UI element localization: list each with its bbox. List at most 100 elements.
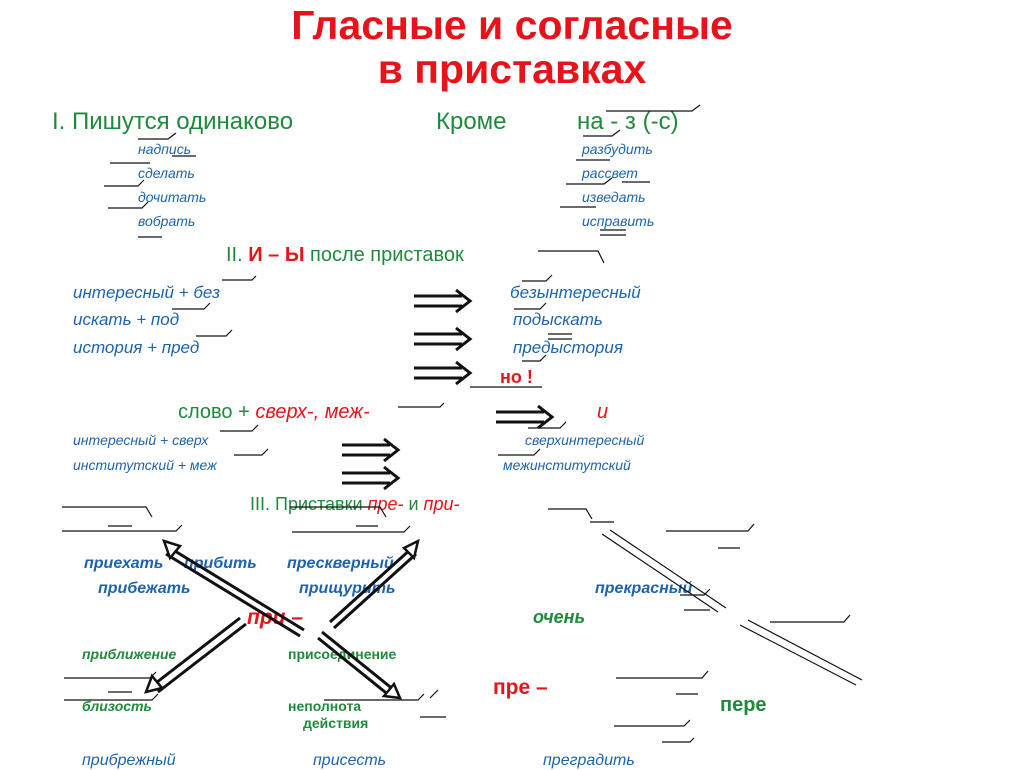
word-prisest: присесть: [313, 752, 387, 769]
prefix-mark: [514, 302, 547, 310]
right-arrow-icon: [496, 404, 555, 430]
double-headed-arrow-icon: [151, 616, 247, 694]
pair-source: история + пред: [73, 338, 200, 357]
section1-except-label: Кроме: [436, 108, 507, 135]
right-arrow-icon: [414, 288, 473, 314]
section3-heading-prefix: III. Приставки: [250, 494, 368, 514]
section3-heading-and: и: [403, 494, 424, 514]
example-word: вобрать: [138, 213, 196, 229]
word-pribezhat: прибежать: [98, 580, 191, 597]
right-arrow-icon: [342, 465, 401, 491]
double-mark: [600, 229, 626, 236]
prefix-mark: [196, 329, 233, 337]
prefix-mark: [234, 448, 269, 456]
prefix-mark: [64, 693, 159, 701]
exception-result: межинститутский: [503, 457, 631, 473]
pair-source: интересный + без: [73, 283, 221, 302]
exception-source: институтский + меж: [73, 457, 217, 473]
example-word: рассвет: [582, 165, 638, 181]
prefix-mark: [429, 689, 439, 699]
prefix-mark: [220, 424, 259, 432]
example-word: надпись: [138, 141, 192, 157]
double-headed-arrow-icon: [328, 546, 418, 630]
section2-heading-suffix: после приставок: [304, 244, 464, 266]
rule-text-plain: слово +: [178, 401, 256, 423]
prefix-mark: [662, 737, 695, 743]
but-label: но !: [500, 367, 533, 387]
section3-heading-pre: пре-: [367, 494, 404, 514]
word-priskverny: прескверный: [287, 555, 394, 572]
title-line-1: Гласные и согласные: [291, 2, 733, 48]
pair-result: предыстория: [513, 338, 623, 357]
section3-heading: III. Приставки пре- и при-: [250, 494, 459, 515]
prefix-mark: [222, 275, 257, 281]
word-nepolnota: неполнота: [288, 698, 362, 714]
prefix-mark: [522, 354, 547, 362]
example-word: исправить: [582, 213, 655, 229]
example-word: разбудить: [582, 141, 653, 157]
prefix-mark: [108, 201, 149, 209]
prefix-mark: [138, 132, 177, 140]
rule-line: слово + сверх-, меж-: [178, 401, 370, 424]
prefix-mark: [292, 525, 411, 533]
arrow-head: [143, 673, 165, 694]
prefix-mark: [290, 506, 387, 518]
section2-heading-highlight: И – Ы: [248, 244, 305, 266]
arrow-head: [161, 539, 183, 561]
prefix-mark: [680, 588, 711, 596]
word-deystviya: действия: [303, 715, 369, 731]
word-pribrezhny: прибрежный: [82, 752, 176, 769]
ochen-label: очень: [533, 607, 586, 627]
prefix-mark: [172, 302, 211, 310]
prefix-mark: [62, 524, 183, 532]
double-line: [739, 619, 863, 686]
pair-source: искать + под: [73, 310, 180, 329]
word-prisoedinenie: присоединение: [288, 646, 397, 662]
example-word: дочитать: [138, 189, 207, 205]
prefix-mark: [62, 506, 153, 518]
word-blizost: близость: [82, 698, 152, 714]
exception-result: сверхинтересный: [525, 432, 645, 448]
prefix-mark: [666, 523, 755, 532]
rule-text-red: сверх-, меж-: [255, 401, 370, 423]
word-prekrasny: прекрасный: [595, 580, 693, 597]
double-headed-arrow-icon: [165, 546, 305, 638]
word-priehat: приехать: [84, 555, 164, 572]
right-arrow-icon: [342, 437, 401, 463]
section2-heading: II. И – Ы после приставок: [226, 244, 464, 267]
prefix-mark: [104, 179, 145, 187]
pair-result: подыскать: [513, 310, 603, 329]
section2-heading-prefix: II.: [226, 244, 249, 266]
title-line-2: в приставках: [377, 46, 647, 92]
pre-label: пре –: [493, 676, 548, 699]
prefix-mark: [770, 614, 851, 623]
prefix-mark: [606, 104, 701, 112]
right-arrow-icon: [414, 326, 473, 352]
rule-result: и: [597, 401, 609, 423]
arrow-head: [401, 538, 420, 561]
example-word: сделать: [138, 165, 195, 181]
section1-except-rule: на - з (-с): [577, 108, 679, 135]
double-headed-arrow-icon: [317, 630, 395, 698]
word-pregradit: преградить: [543, 752, 635, 769]
prefix-mark: [324, 693, 425, 701]
double-mark: [548, 333, 572, 340]
prefix-mark: [538, 250, 605, 264]
pere-label: пере: [720, 694, 767, 716]
prefix-mark: [566, 177, 613, 185]
prefix-mark: [522, 274, 553, 282]
prefix-mark: [616, 670, 709, 679]
prefix-mark: [64, 671, 157, 679]
section1-heading: I. Пишутся одинаково: [52, 108, 294, 135]
prefix-mark: [398, 402, 445, 408]
section3-heading-pri: при-: [423, 494, 460, 514]
right-arrow-icon: [414, 360, 473, 386]
word-priblizhenie: приближение: [82, 646, 177, 662]
prefix-mark: [498, 448, 541, 456]
prefix-mark: [614, 719, 691, 727]
prefix-mark: [583, 129, 621, 137]
exception-source: интересный + сверх: [73, 432, 209, 448]
double-line: [601, 529, 727, 613]
arrow-head: [381, 681, 403, 700]
